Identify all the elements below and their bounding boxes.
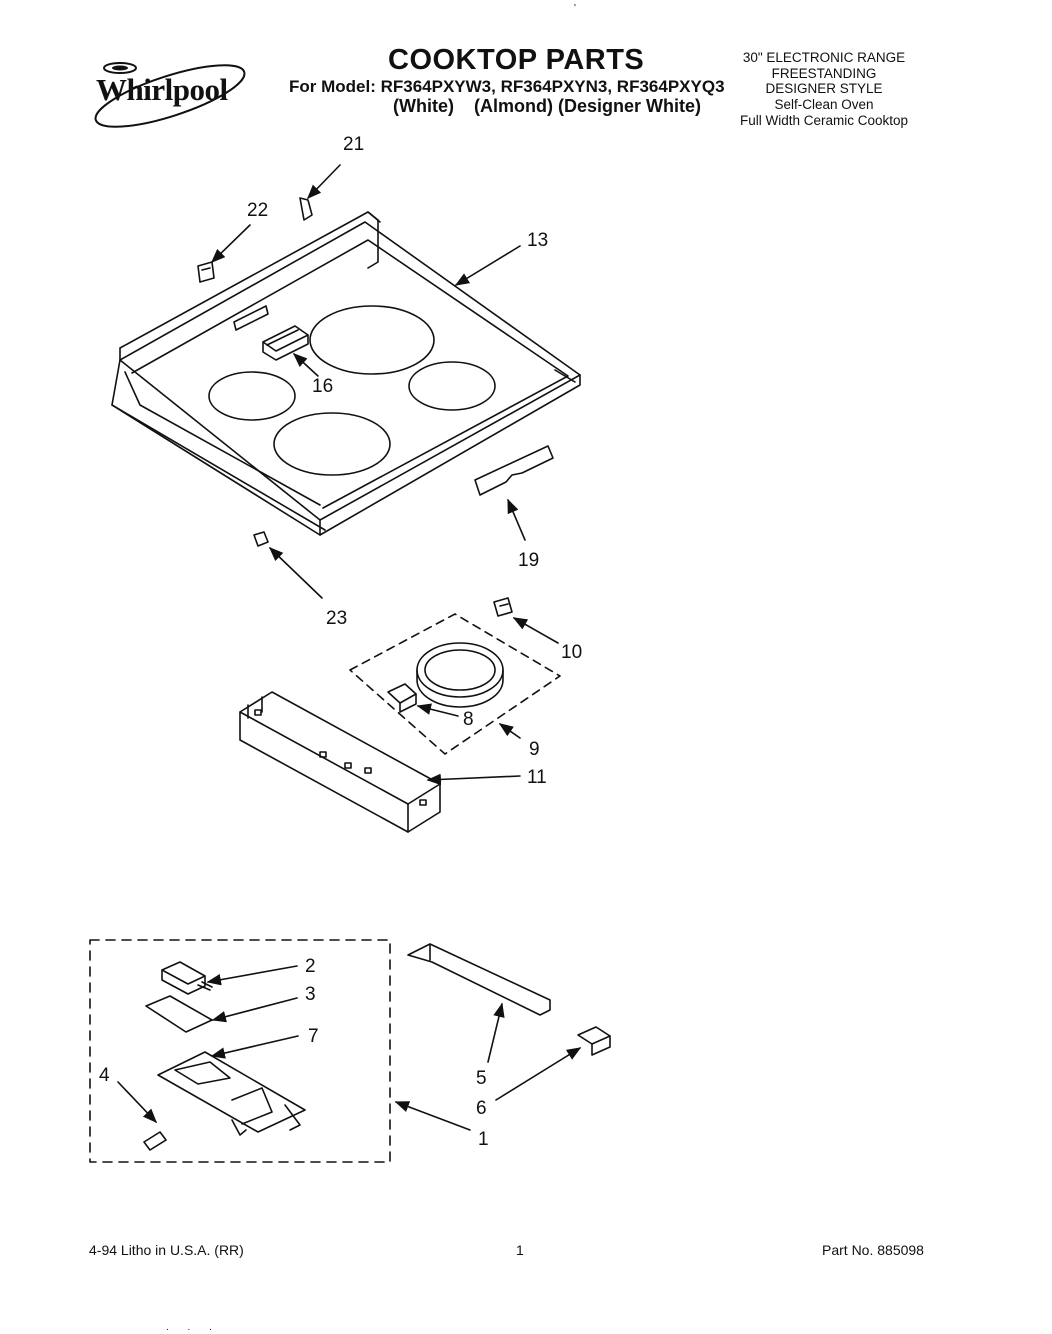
- model-list: For Model: RF364PXYW3, RF364PXYN3, RF364…: [289, 77, 725, 96]
- description-line-2: FREESTANDING: [771, 66, 877, 81]
- description-line-3: DESIGNER STYLE: [765, 81, 883, 96]
- part-label-3: 3: [305, 984, 316, 1005]
- part-label-9: 9: [529, 739, 540, 760]
- whirlpool-logo: [94, 62, 246, 128]
- part-label-11: 11: [527, 767, 547, 788]
- part-label-10: 10: [561, 642, 582, 663]
- color-list: (White) (Almond) (Designer White): [393, 96, 701, 116]
- part-label-23: 23: [326, 608, 347, 629]
- support-bracket: [239, 691, 441, 833]
- stray-mark-bottom: . . .: [166, 1322, 220, 1333]
- part-label-1: 1: [478, 1129, 489, 1150]
- part-label-22: 22: [247, 200, 268, 221]
- part-label-21: 21: [343, 134, 364, 155]
- page-title: COOKTOP PARTS: [388, 44, 645, 76]
- part-label-6: 6: [476, 1098, 487, 1119]
- part-label-2: 2: [305, 956, 316, 977]
- part-label-16: 16: [312, 376, 333, 397]
- part-label-7: 7: [308, 1026, 319, 1047]
- brand-wordmark: Whirlpool: [96, 72, 228, 107]
- stray-mark-top: ': [574, 3, 576, 14]
- cooktop-assembly: [111, 197, 581, 536]
- part-label-19: 19: [518, 550, 539, 571]
- description-line-5: Full Width Ceramic Cooktop: [739, 113, 909, 128]
- part-label-8: 8: [463, 709, 474, 730]
- footer-part-number: Part No. 885098: [822, 1242, 924, 1258]
- part-label-13: 13: [527, 230, 548, 251]
- part-label-4: 4: [99, 1065, 110, 1086]
- footer-litho: 4-94 Litho in U.S.A. (RR): [89, 1242, 244, 1258]
- part-label-5: 5: [476, 1068, 487, 1089]
- description-line-1: 30" ELECTRONIC RANGE: [742, 50, 906, 65]
- description-line-4: Self-Clean Oven: [774, 97, 874, 112]
- footer-page-number: 1: [516, 1242, 524, 1258]
